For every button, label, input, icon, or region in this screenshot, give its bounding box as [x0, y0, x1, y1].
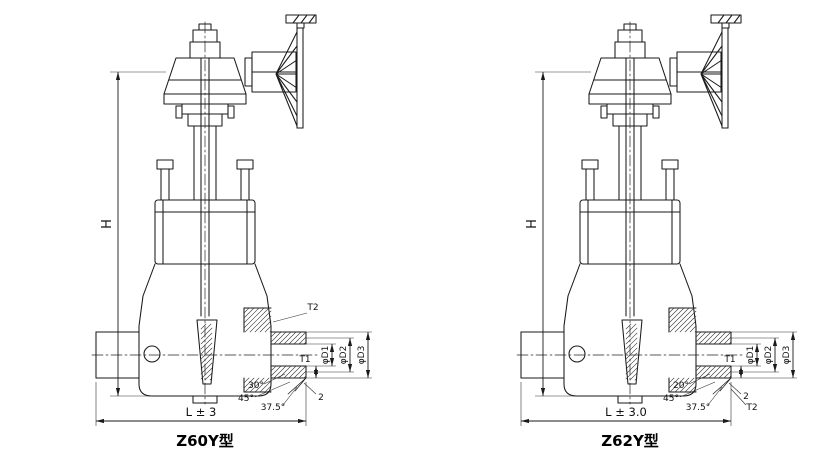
dimension-arrowhead [96, 418, 104, 424]
dimension-arrowhead [540, 388, 546, 396]
figure-title-z60y: Z60Y型 [176, 432, 234, 450]
dim-label-angle-37-5: 37.5° [686, 403, 711, 413]
section-hatch [695, 365, 732, 379]
dimension-arrowhead [365, 332, 371, 340]
section-hatch [668, 307, 697, 333]
gate-wedge [196, 319, 218, 385]
dim-label-d2: φD2 [339, 346, 349, 365]
dimension-arrowhead [347, 364, 353, 372]
dimension-arrowhead [365, 370, 371, 378]
dim-label-length: L ± 3.0 [605, 405, 647, 419]
section-hatch [243, 377, 272, 393]
body-boss [568, 345, 586, 363]
handwheel-assembly [244, 14, 317, 129]
valve-drawing-z62y [516, 14, 744, 405]
dim-label-angle-20: 20° [673, 381, 689, 391]
dim-label-t1: T1 [298, 355, 310, 365]
section-hatch [270, 365, 307, 379]
dim-label-angle-45: 45° [238, 394, 254, 404]
dimension-arrowhead [790, 332, 796, 340]
dim-label-height: H [100, 219, 115, 229]
dimension-arrowhead [521, 418, 529, 424]
dimension-arrowhead [790, 370, 796, 378]
handwheel-spokes [700, 31, 723, 127]
dim-label-d2: φD2 [764, 346, 774, 365]
dimension-arrowhead [772, 364, 778, 372]
dimension-arrowhead [723, 418, 731, 424]
dimension-arrowhead [329, 358, 335, 366]
bonnet-yoke [156, 23, 254, 317]
valve-body [95, 263, 307, 404]
dim-label-angle-37-5: 37.5° [261, 403, 286, 413]
dim-label-t2: T2 [745, 403, 757, 413]
dimension-arrowhead [313, 366, 319, 374]
bonnet-yoke [581, 23, 679, 317]
section-hatch [270, 331, 307, 345]
dimension-arrowhead [738, 366, 744, 374]
weld-bevel-detail [287, 377, 307, 395]
weld-bevel-detail [712, 377, 732, 395]
section-hatch [695, 331, 732, 345]
dim-label-height: H [525, 219, 540, 229]
dimension-arrowhead [347, 338, 353, 346]
section-hatch [243, 307, 272, 333]
figure-title-z62y: Z62Y型 [601, 432, 659, 450]
wedge-hatch [625, 323, 638, 381]
section-hatch [668, 377, 697, 393]
body-boss [143, 345, 161, 363]
handwheel-assembly [669, 14, 742, 129]
dimension-arrowhead [329, 344, 335, 352]
dim-label-angle-45: 45° [663, 394, 679, 404]
handwheel-spokes [275, 31, 298, 127]
dim-label-length: L ± 3 [186, 405, 217, 419]
dim-label-d1: φD1 [746, 346, 756, 365]
dimension-arrowhead [115, 388, 121, 396]
dimension-arrowhead [540, 72, 546, 80]
dim-label-t2: T2 [306, 303, 318, 313]
dimension-arrowhead [754, 344, 760, 352]
dimension-arrowhead [115, 72, 121, 80]
dimension-arrowhead [772, 338, 778, 346]
dim-label-angle-30: 30° [248, 381, 264, 391]
dimension-arrowhead [298, 418, 306, 424]
gate-wedge [621, 319, 643, 385]
dimensions-z60y: H L ± 3 φD1 φD2 φD3 T2 T1 2 30° 45° 37.5… [95, 71, 372, 426]
dim-label-d1: φD1 [321, 346, 331, 365]
dim-label-d3: φD3 [357, 346, 367, 365]
dim-label-t1: T1 [723, 355, 735, 365]
valve-body [520, 263, 732, 404]
bonnet-barrel [154, 199, 256, 265]
bonnet-barrel [579, 199, 681, 265]
dim-label-root-face: 2 [318, 393, 324, 403]
dimension-arrowhead [754, 358, 760, 366]
valve-drawing-z60y [91, 14, 319, 405]
dim-label-d3: φD3 [782, 346, 792, 365]
dimensions-z62y: H L ± 3.0 φD1 φD2 φD3 T1 2 T2 20° 45° 37… [520, 71, 797, 426]
dim-label-root-face: 2 [743, 392, 749, 402]
wedge-hatch [200, 323, 213, 381]
